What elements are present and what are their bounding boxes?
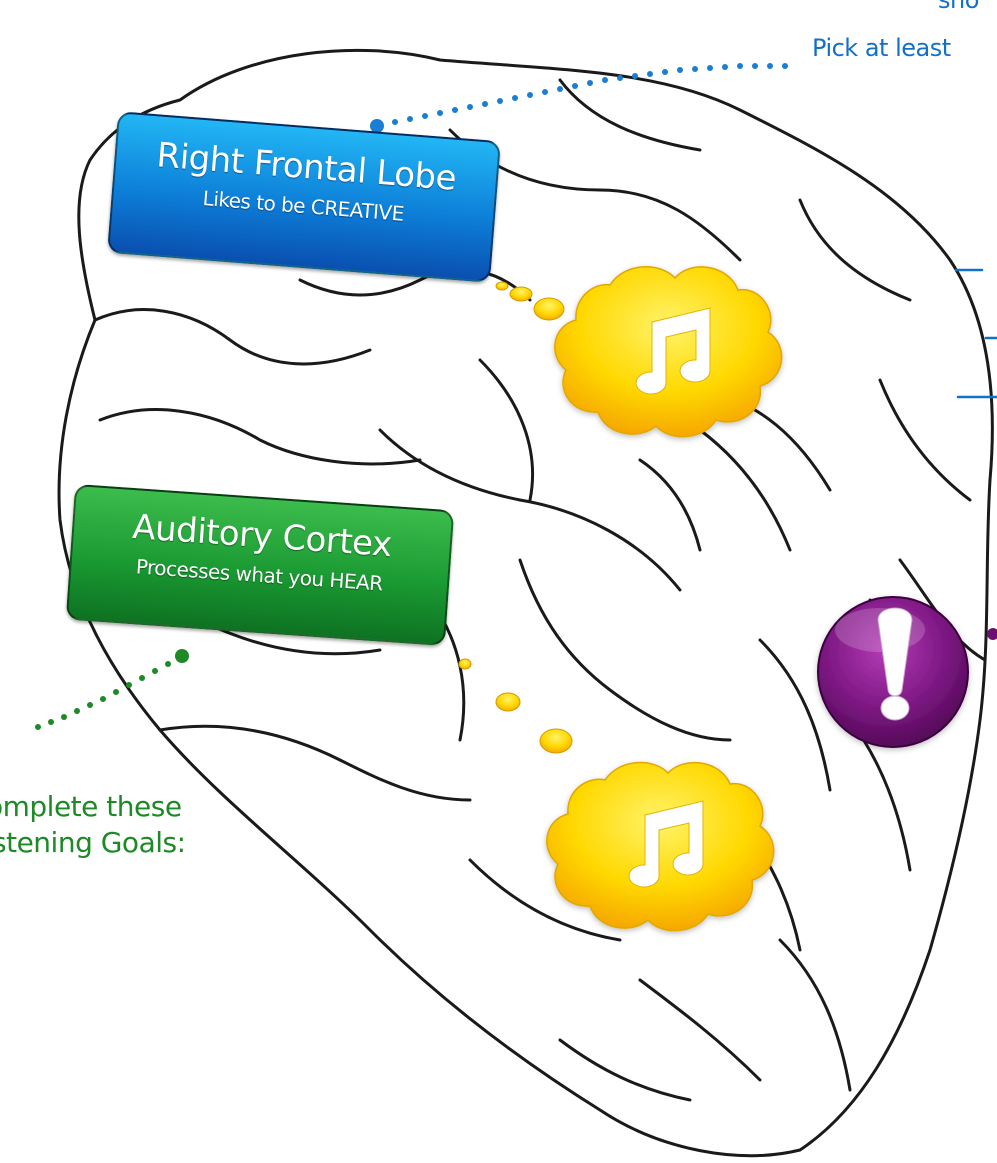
purple-connector-dot xyxy=(987,628,997,640)
exclamation-icon xyxy=(877,607,913,721)
top-dotted-connector xyxy=(370,63,788,133)
bottom-note-line1: omplete these xyxy=(0,790,182,823)
bottom-thought-dots xyxy=(458,658,573,754)
frontal-lobe-label: Right Frontal Lobe Likes to be CREATIVE xyxy=(107,111,501,283)
auditory-cortex-label: Auditory Cortex Processes what you HEAR xyxy=(65,483,455,647)
music-note-icon xyxy=(635,307,711,395)
bottom-note-line2: stening Goals: xyxy=(0,826,186,859)
top-thought-dots xyxy=(495,281,565,321)
bottom-music-bubble xyxy=(546,761,775,932)
top-note-instruction: Pick at least xyxy=(812,34,951,62)
music-note-icon xyxy=(628,800,704,888)
blue-dash-marks xyxy=(954,268,997,399)
bottom-dotted-connector xyxy=(35,649,189,730)
top-note-partial: sho xyxy=(938,0,979,14)
top-music-bubble xyxy=(554,266,783,438)
alert-badge xyxy=(817,596,969,748)
